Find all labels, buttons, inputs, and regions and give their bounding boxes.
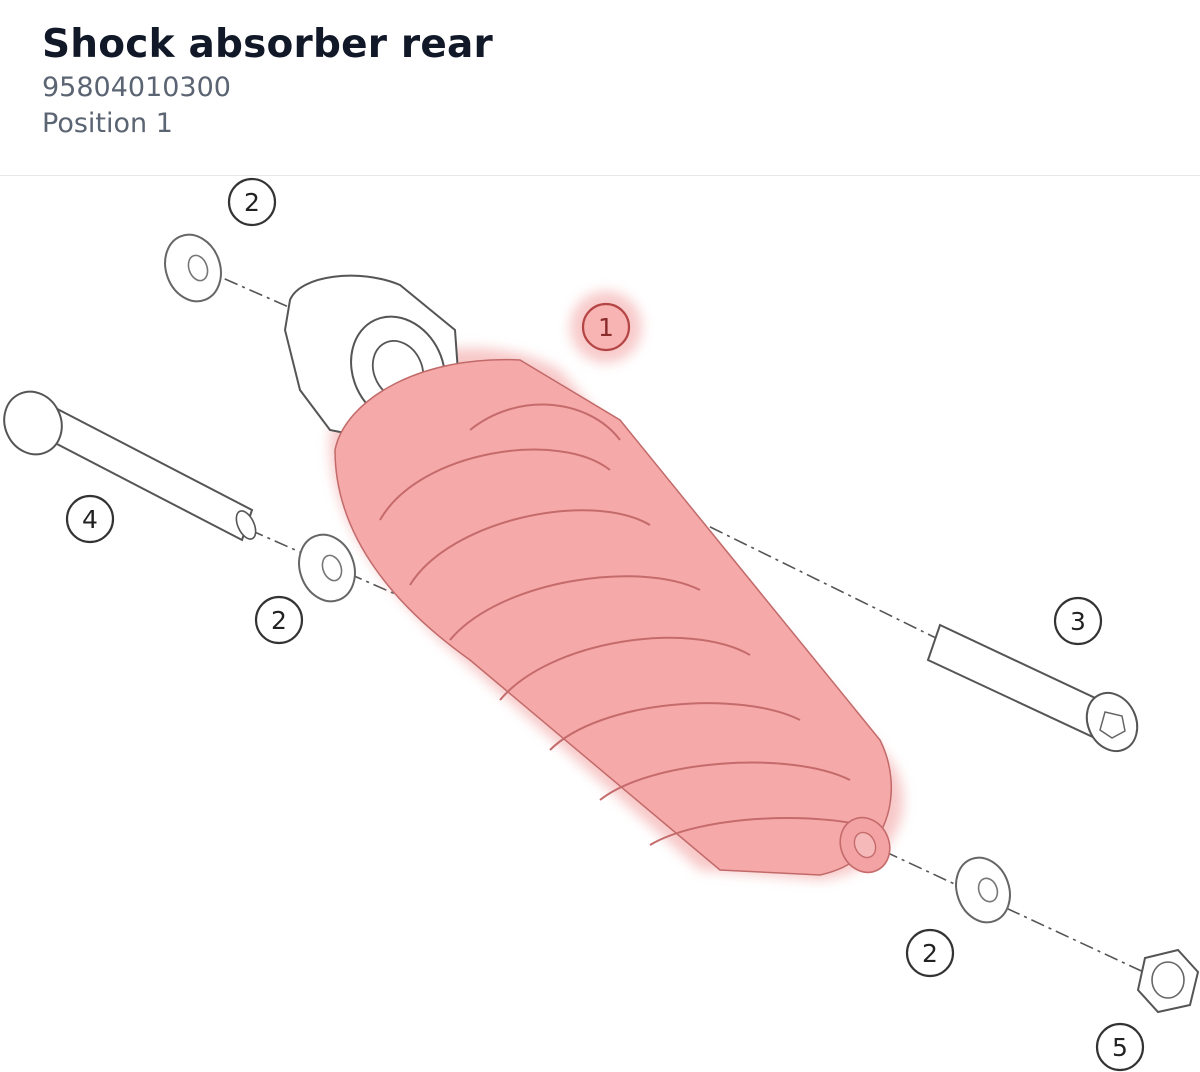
washer-mid-part[interactable] xyxy=(290,527,364,609)
callout-circle xyxy=(65,494,115,544)
callout-label: 2 xyxy=(271,606,287,635)
bolt-long-part[interactable] xyxy=(0,382,260,542)
nut-part[interactable] xyxy=(1136,948,1200,1014)
callout-group: 2 1 4 2 3 2 5 xyxy=(65,177,1145,1072)
position-label: Position 1 xyxy=(42,108,173,139)
callout-label: 3 xyxy=(1070,607,1086,636)
part-header: Shock absorber rear 95804010300 Position… xyxy=(0,0,1200,176)
callout-label: 1 xyxy=(598,313,614,342)
callout-label: 4 xyxy=(82,505,98,534)
callout-nut[interactable]: 5 xyxy=(1095,1022,1145,1072)
callout-shock[interactable]: 1 xyxy=(570,291,642,363)
callout-bolt-short[interactable]: 3 xyxy=(1053,596,1103,646)
callout-circle xyxy=(1053,596,1103,646)
callout-washer-mid[interactable]: 2 xyxy=(254,595,304,645)
callout-label: 2 xyxy=(244,188,260,217)
callout-washer-top[interactable]: 2 xyxy=(227,177,277,227)
washer-bottom-part[interactable] xyxy=(947,850,1018,930)
callout-washer-bottom[interactable]: 2 xyxy=(905,928,955,978)
callout-label: 2 xyxy=(922,939,938,968)
washer-top-part[interactable] xyxy=(156,227,230,309)
callout-label: 5 xyxy=(1112,1033,1128,1062)
page-title: Shock absorber rear xyxy=(42,22,493,67)
callout-bolt-long[interactable]: 4 xyxy=(65,494,115,544)
exploded-parts-diagram: 2 1 4 2 3 2 5 xyxy=(0,177,1200,1072)
callout-circle xyxy=(227,177,277,227)
callout-circle xyxy=(1095,1022,1145,1072)
callout-circle xyxy=(905,928,955,978)
callout-circle xyxy=(581,302,631,352)
bolt-short-part[interactable] xyxy=(926,623,1146,759)
callout-circle xyxy=(254,595,304,645)
part-number: 95804010300 xyxy=(42,72,231,103)
shock-absorber-part[interactable] xyxy=(283,274,904,881)
